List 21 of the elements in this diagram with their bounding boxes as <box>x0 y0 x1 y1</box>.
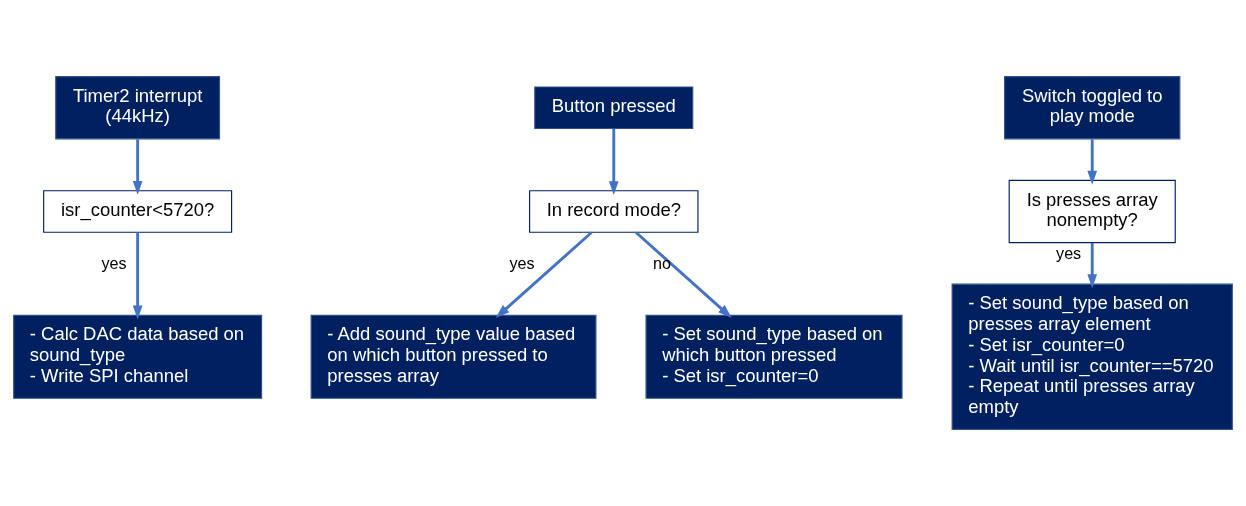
node-box: Timer2 interrupt (44kHz) <box>55 76 221 140</box>
arrow <box>1087 139 1098 185</box>
edge-label: yes <box>101 254 127 273</box>
arrow <box>132 139 143 195</box>
node-box: isr_counter<5720? <box>43 190 233 233</box>
arrow <box>608 128 619 196</box>
node-box: - Set sound_type based on which button pressed - Set isr_counter=0 <box>645 314 903 399</box>
node-box: Is presses array nonempty? <box>1008 179 1176 244</box>
arrow <box>635 231 732 318</box>
node-box: - Add sound_type value based on which button pressed to presses array <box>310 314 597 399</box>
arrow <box>1087 242 1098 289</box>
edge-label: yes <box>1056 243 1082 262</box>
node-box: In record mode? <box>529 190 699 233</box>
arrow <box>132 232 143 320</box>
node-box: - Set sound_type based on presses array element - Set isr_counter=0 - Wait until isr_counter==5720 - Repeat until presses array empty <box>951 283 1233 430</box>
node-box: Switch toggled to play mode <box>1004 76 1181 140</box>
node-box: - Calc DAC data based on sound_type - Write SPI channel <box>13 314 263 399</box>
edge-label: yes <box>509 254 535 273</box>
node-box: Button pressed <box>534 86 694 130</box>
edge-label: no <box>652 254 671 273</box>
arrow <box>495 231 593 318</box>
